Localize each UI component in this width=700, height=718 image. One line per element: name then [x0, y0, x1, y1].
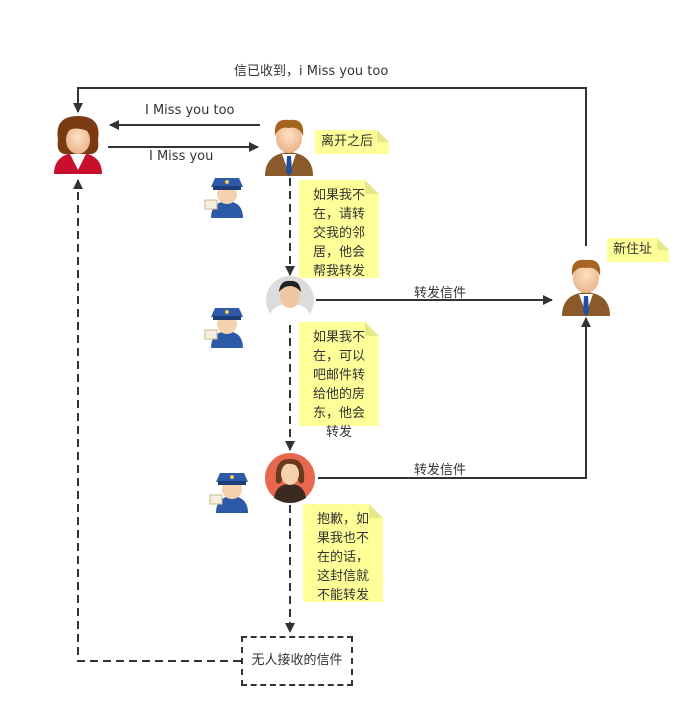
note-line: 在，请转 — [312, 207, 365, 222]
note-line: 抱歉，如 — [316, 512, 369, 527]
forward-label-1: 转发信件 — [414, 286, 467, 301]
undelivered-letter-box: 无人接收的信件 — [241, 636, 353, 686]
woman-icon — [54, 116, 102, 174]
note-line: 如果我不 — [312, 188, 365, 203]
note-line: 在的话， — [316, 550, 369, 565]
postman-icon — [204, 308, 243, 348]
note-sorry: 抱歉，如 果我也不 在的话， 这封信就 不能转发 — [303, 504, 383, 603]
note-line: 在，可以 — [312, 349, 365, 364]
note-line: 东，他会 — [312, 406, 365, 421]
note-line: 居，他会 — [312, 245, 365, 260]
send-label: I Miss you — [149, 149, 214, 164]
tag-fold-corner — [657, 238, 669, 250]
forward-arrow-2 — [318, 317, 591, 479]
note-fold-corner — [369, 504, 383, 518]
note-line: 交我的邻 — [312, 226, 365, 241]
note-line: 给他的房 — [312, 387, 365, 402]
note-line: 帮我转发 — [312, 264, 365, 279]
left-after-tag: 离开之后 — [315, 130, 389, 154]
note-fold-corner — [365, 180, 379, 194]
note-line: 如果我不 — [312, 330, 365, 345]
reply-label: I Miss you too — [145, 103, 235, 118]
note-line: 吧邮件转 — [312, 368, 365, 383]
new-address-man-icon — [562, 259, 610, 316]
note-fold-corner — [365, 322, 379, 336]
new-address-tag-text: 新住址 — [613, 242, 653, 257]
undelivered-letter-label: 无人接收的信件 — [251, 653, 343, 668]
forward-label-2: 转发信件 — [414, 463, 467, 478]
neighbor-avatar-icon — [266, 276, 314, 324]
postman-icon — [204, 178, 243, 218]
new-address-tag: 新住址 — [607, 238, 669, 262]
reply-loop-line — [73, 87, 587, 246]
tag-fold-corner — [377, 130, 389, 142]
note-line: 这封信就 — [316, 569, 369, 584]
landlord-avatar-icon — [265, 453, 315, 503]
top-reply-label: 信已收到，i Miss you too — [234, 64, 389, 79]
note-line: 不能转发 — [316, 588, 369, 603]
left-after-tag-text: 离开之后 — [321, 134, 374, 149]
note-neighbor: 如果我不 在，请转 交我的邻 居，他会 帮我转发 — [299, 180, 379, 279]
note-line: 转发 — [325, 425, 352, 440]
note-line: 果我也不 — [316, 531, 369, 546]
postman-icon — [209, 473, 248, 513]
note-landlord: 如果我不 在，可以 吧邮件转 给他的房 东，他会 转发 — [299, 322, 379, 440]
return-dashed-line — [73, 179, 241, 662]
man-icon — [265, 119, 313, 176]
